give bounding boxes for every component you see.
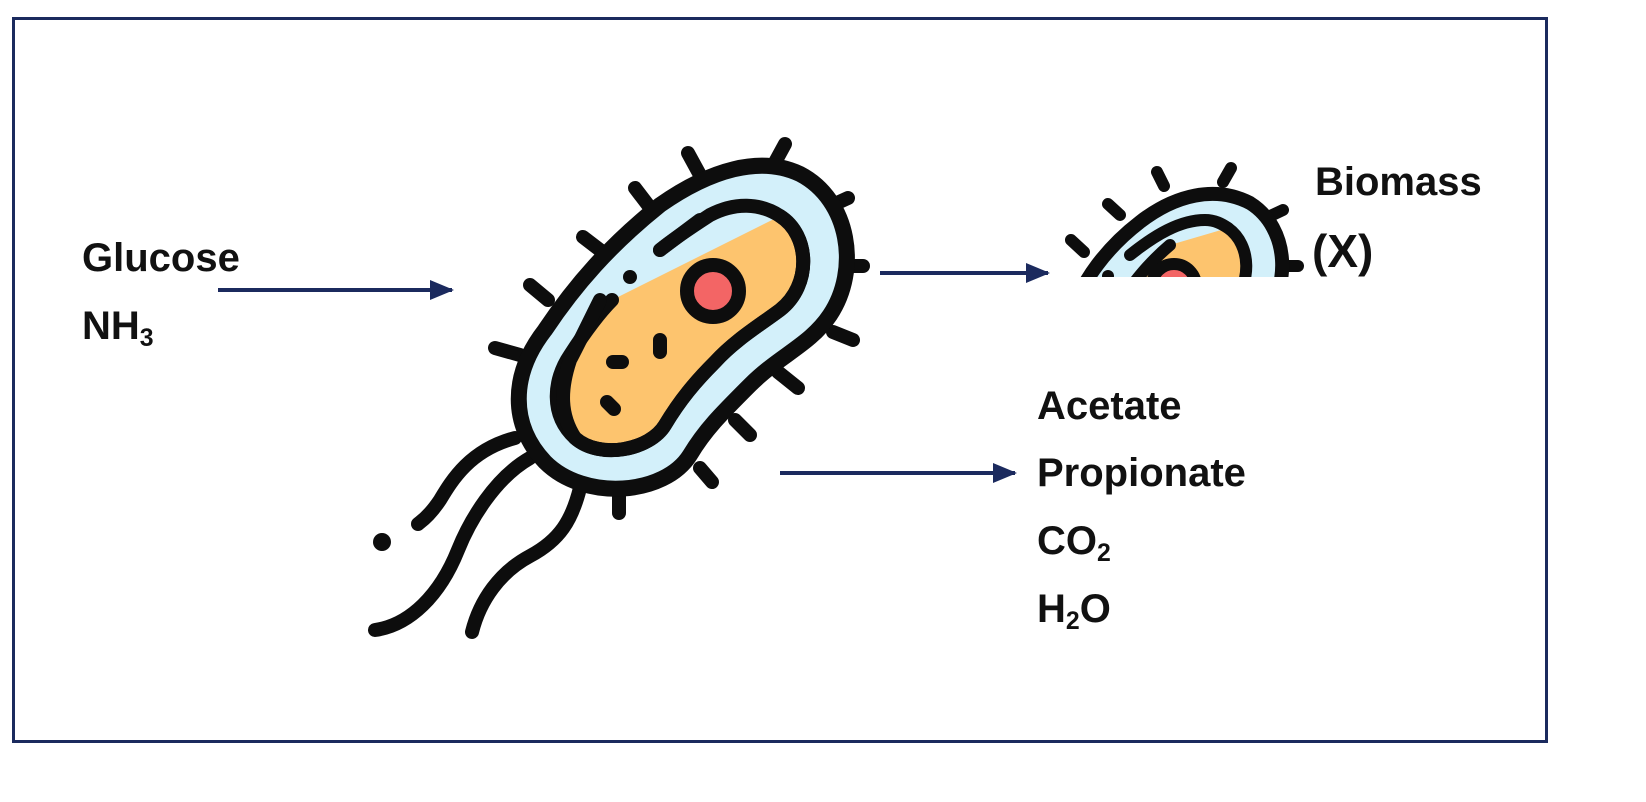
biomass-symbol-label: (X)	[1312, 225, 1374, 277]
input-nh3-label: NH3	[82, 304, 154, 352]
products-arrow-head	[993, 463, 1017, 483]
product-co2-label: CO2	[1037, 519, 1111, 567]
bacterium-division-icon	[1065, 162, 1304, 277]
product-h2o-label: H2O	[1037, 587, 1111, 635]
diagram-frame	[12, 17, 1548, 743]
bacterium-icon	[368, 137, 870, 639]
biomass-label: Biomass	[1315, 160, 1482, 204]
input-glucose-label: Glucose	[82, 236, 240, 280]
product-propionate-label: Propionate	[1037, 451, 1246, 495]
product-acetate-label: Acetate	[1037, 384, 1182, 428]
input-arrow-head	[430, 280, 454, 300]
biomass-arrow-head	[1026, 263, 1050, 283]
